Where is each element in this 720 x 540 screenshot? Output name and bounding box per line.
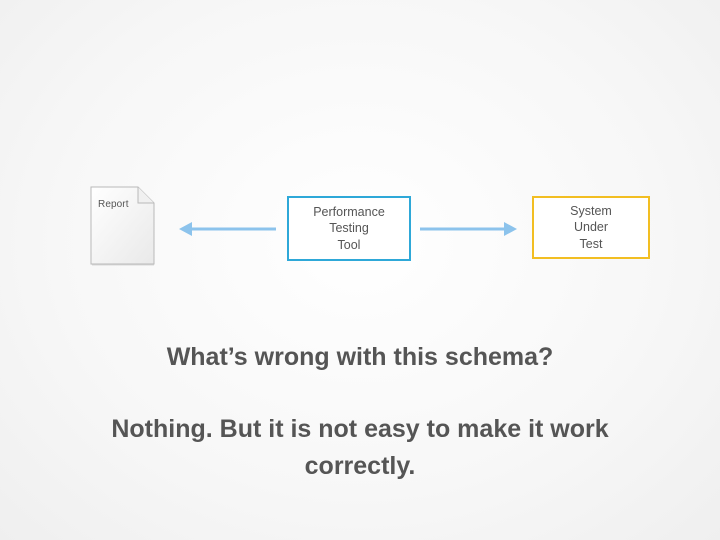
report-label: Report [98,199,129,210]
document-page-icon [90,186,155,266]
question-heading: What’s wrong with this schema? [166,343,554,371]
report-document-icon: Report [88,186,156,266]
answer-text: Nothing. But it is not easy to make it w… [111,415,609,480]
system-under-test-box: System Under Test [532,196,650,259]
arrow-tool-to-system [420,222,517,236]
arrow-tool-to-report [179,222,276,236]
tool-label: Performance Testing Tool [313,204,385,252]
system-label: System Under Test [570,203,612,251]
performance-testing-tool-box: Performance Testing Tool [287,196,411,261]
